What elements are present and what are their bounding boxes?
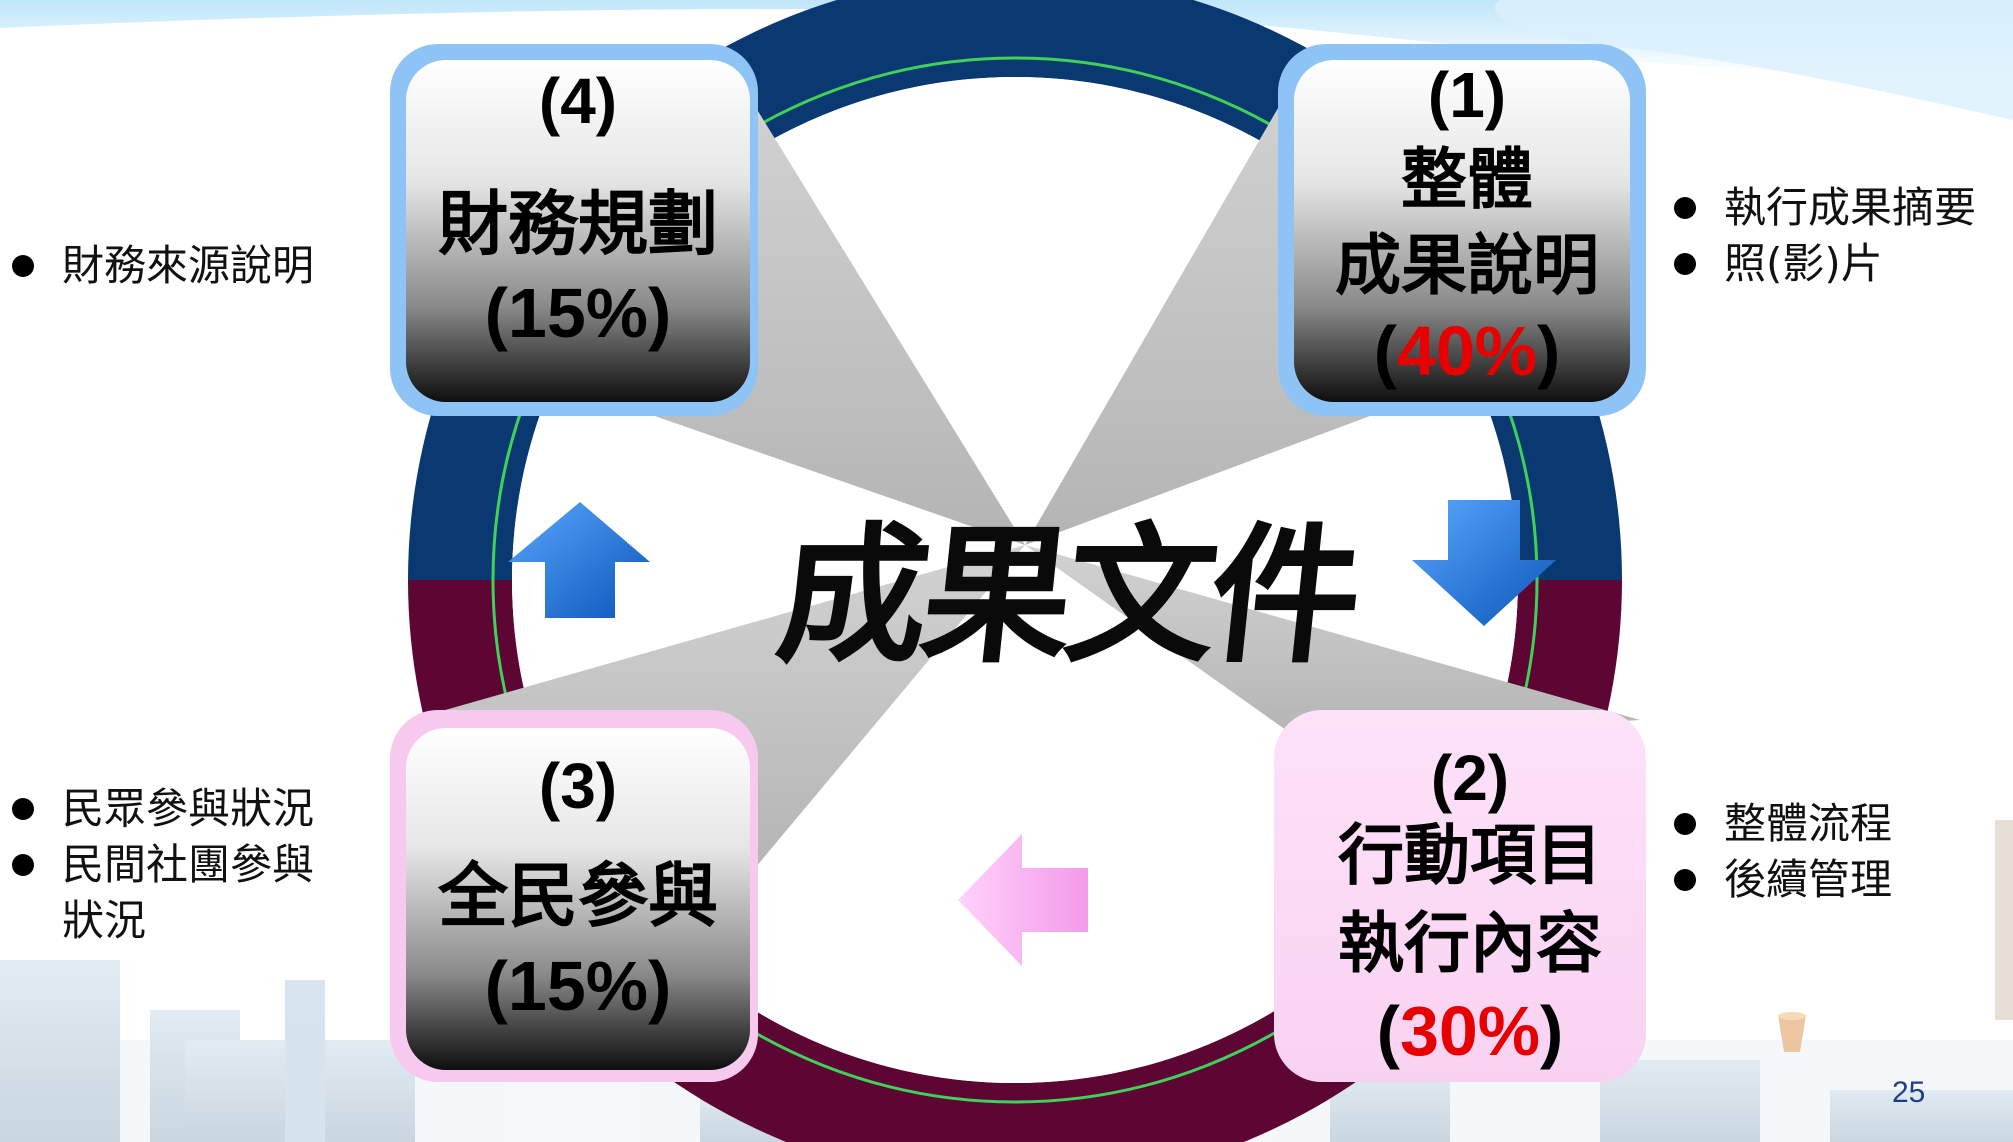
box-4-frame	[390, 44, 758, 416]
box-1-percent-line: (40%)	[1374, 312, 1561, 390]
notes-top-left: 財務來源說明	[0, 238, 314, 294]
notes-bottom-right: 整體流程 後續管理	[1662, 796, 1892, 908]
page-number: 25	[1892, 1076, 1926, 1109]
box-4-percent: (15%)	[485, 274, 672, 352]
note-item: 財務來源說明	[0, 238, 314, 294]
box-1-title-line2: 成果說明	[1335, 227, 1599, 304]
box-3-number: (3)	[539, 750, 617, 822]
box-2-frame	[1274, 710, 1646, 1082]
note-item: 民眾參與狀況	[0, 781, 314, 837]
arrow-up-icon	[508, 502, 650, 618]
box-2-percent-line: (30%)	[1377, 992, 1564, 1070]
box-2-title-line2: 執行內容	[1338, 905, 1602, 982]
note-item-continuation: 狀況	[62, 896, 147, 945]
box-4-title: 財務規劃	[438, 183, 718, 265]
box-3-frame	[390, 710, 758, 1082]
sky-lantern-icon	[1778, 1012, 1806, 1052]
wedge-bottom-right	[1025, 545, 1640, 740]
box-1-percent: 40%	[1397, 312, 1537, 390]
note-item: 民間社團參與	[0, 837, 314, 893]
box-3-percent: (15%)	[485, 947, 672, 1025]
notes-bottom-left: 民眾參與狀況 民間社團參與 狀況	[0, 781, 314, 949]
box-4-number: (4)	[539, 65, 617, 137]
center-title: 成果文件	[769, 508, 1364, 684]
arrow-left-icon	[958, 834, 1088, 966]
note-item: 整體流程	[1662, 796, 1892, 852]
box-1-number: (1)	[1428, 59, 1506, 131]
box-2-percent: 30%	[1400, 992, 1540, 1070]
box-1-frame	[1278, 44, 1646, 416]
sky-band-wave	[1494, 0, 2013, 120]
box-2-title-line1: 行動項目	[1338, 817, 1602, 894]
note-item: 執行成果摘要	[1662, 180, 1976, 236]
box-2-number: (2)	[1431, 742, 1509, 814]
notes-top-right: 執行成果摘要 照(影)片	[1662, 180, 1976, 292]
box-1-title-line1: 整體	[1401, 141, 1533, 218]
ring-inner-line	[491, 56, 1539, 1104]
note-item: 照(影)片	[1662, 236, 1976, 292]
box-3-title: 全民參與	[437, 855, 718, 937]
note-item: 後續管理	[1662, 852, 1892, 908]
arrow-down-icon	[1412, 500, 1556, 626]
